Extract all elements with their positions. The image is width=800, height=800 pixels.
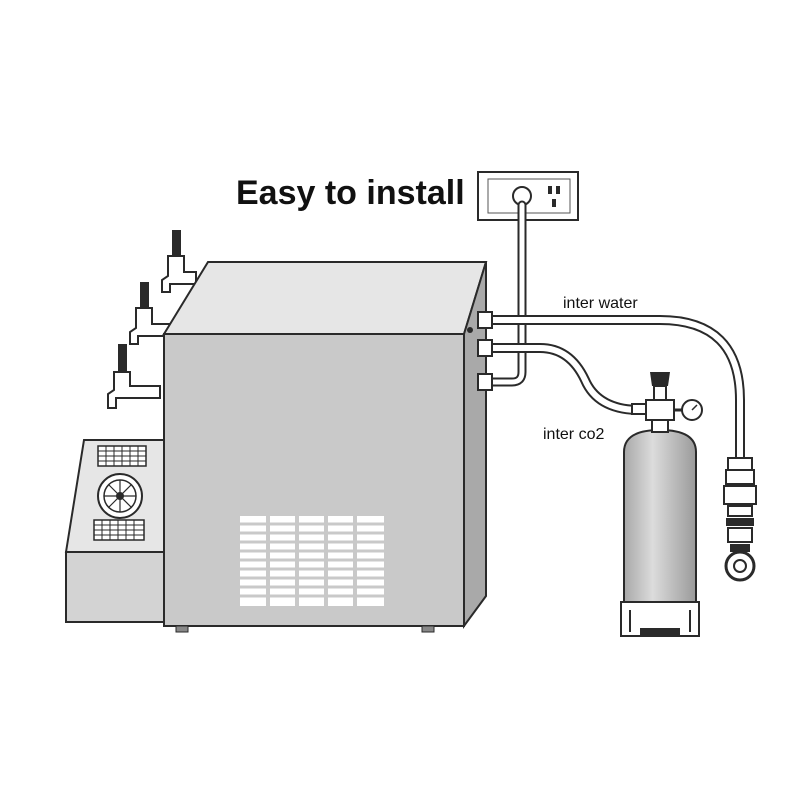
page-title: Easy to install [236,174,465,212]
co2-cylinder [620,372,700,637]
vent-grill-top [97,445,147,467]
water-connector [723,457,757,582]
condenser-unit [64,439,167,623]
water-inlet-tube [492,315,745,462]
co2-inlet-label: inter co2 [543,426,605,443]
beer-tap-icon [107,230,197,409]
water-inlet-label: inter water [563,295,638,312]
front-vent-grill [240,516,384,606]
wall-socket-icon [477,171,579,221]
fan-icon [97,473,143,519]
cooler-cabinet [162,261,493,633]
pressure-gauge-icon [681,399,703,421]
power-cord [487,200,527,387]
co2-inlet-tube [492,343,641,415]
vent-grill-bottom [93,519,145,541]
